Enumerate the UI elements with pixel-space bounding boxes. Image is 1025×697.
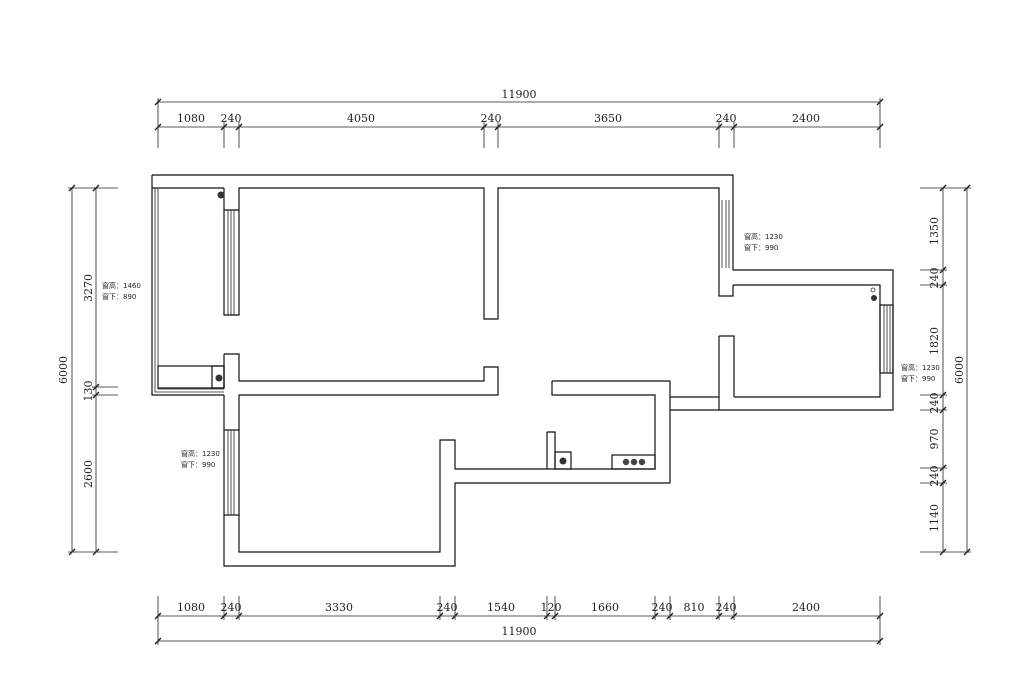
top-seg-6: 240 [716,112,737,125]
top-seg-4: 240 [481,112,502,125]
top-seg-3: 4050 [347,112,375,125]
bottom-dimension-lines [154,596,884,645]
drain-icon [559,457,567,465]
left-seg-1: 3270 [82,274,95,302]
bottom-total-label: 11900 [502,625,537,638]
stove-burner-icon [630,458,638,466]
right-seg-2: 240 [928,268,941,289]
bottom-seg-3: 3330 [325,601,353,614]
right-seg-5: 970 [928,429,941,450]
bottom-seg-1: 1080 [177,601,205,614]
right-dimension-lines [920,184,971,556]
stove-burner-icon [622,458,630,466]
right-total-label: 6000 [953,356,966,384]
bottom-seg-7: 1660 [591,601,619,614]
bottom-seg-2: 240 [221,601,242,614]
bottom-seg-4: 240 [437,601,458,614]
bottom-seg-6: 120 [541,601,562,614]
right-seg-6: 240 [928,466,941,487]
window-note-sill: 窗下：990 [181,460,215,469]
drain-icon [215,374,223,382]
left-seg-2: 130 [82,381,95,402]
vent-icon [870,287,876,293]
top-dimension-lines [154,98,884,148]
stove-burner-icon [638,458,646,466]
top-seg-2: 240 [221,112,242,125]
left-seg-3: 2600 [82,460,95,488]
window-note-height: 窗高：1230 [744,232,783,241]
top-seg-5: 3650 [594,112,622,125]
right-seg-1: 1350 [928,217,941,245]
window-note-height: 窗高：1230 [901,363,940,372]
window-right [879,304,894,374]
left-total-label: 6000 [57,356,70,384]
window-note-sill: 窗下：990 [901,374,935,383]
bottom-seg-11: 2400 [792,601,820,614]
bottom-seg-10: 240 [716,601,737,614]
top-seg-1: 1080 [177,112,205,125]
window-left-upper [227,210,235,315]
window-top-right [721,200,730,268]
top-seg-7: 2400 [792,112,820,125]
window-note-height: 窗高：1230 [181,449,220,458]
bottom-seg-8: 240 [652,601,673,614]
left-dimension-lines [68,184,118,556]
walls [151,174,894,567]
window-note-sill: 窗下：890 [102,292,136,301]
right-seg-4: 240 [928,393,941,414]
drain-icon [217,191,225,199]
top-total-label: 11900 [502,88,537,101]
right-seg-7: 1140 [928,504,941,532]
drain-icon [871,295,877,301]
bottom-seg-5: 1540 [487,601,515,614]
balcony [154,188,225,393]
bottom-seg-9: 810 [684,601,705,614]
right-seg-3: 1820 [928,327,941,355]
window-note-sill: 窗下：990 [744,243,778,252]
window-left-lower [223,429,240,516]
window-note-height: 窗高：1460 [102,281,141,290]
